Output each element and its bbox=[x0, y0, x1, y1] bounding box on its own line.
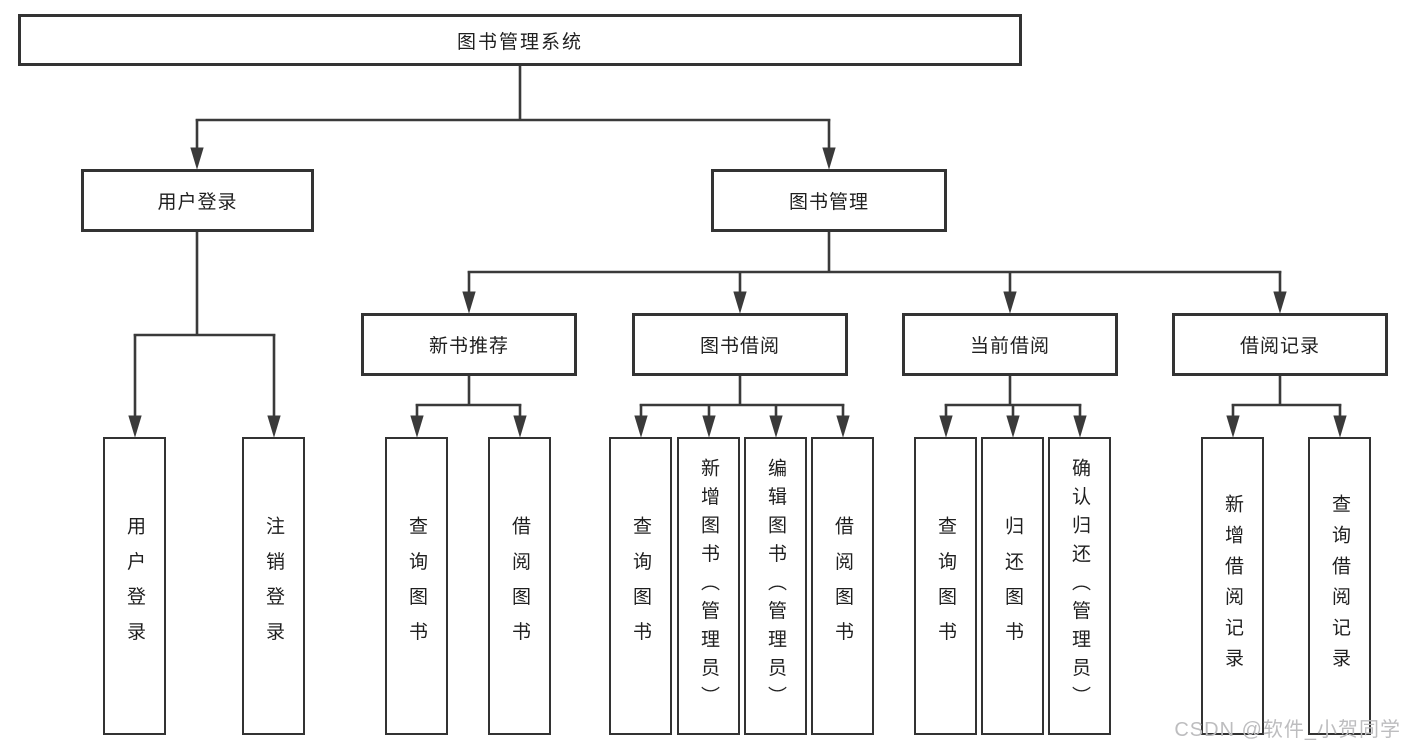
leaf-label: 编辑图书（管理员） bbox=[765, 457, 786, 715]
node-new-book-recommend: 新书推荐 bbox=[361, 313, 577, 376]
leaf-borrow-books-recommend: 借阅图书 bbox=[488, 437, 551, 735]
leaf-label: 查询图书 bbox=[406, 515, 427, 657]
leaf-query-borrow-record: 查询借阅记录 bbox=[1308, 437, 1371, 735]
leaf-label: 用户登录 bbox=[124, 515, 145, 657]
node-book-borrowing: 图书借阅 bbox=[632, 313, 848, 376]
leaf-label: 注销登录 bbox=[263, 515, 284, 657]
node-library-management-system: 图书管理系统 bbox=[18, 14, 1022, 66]
leaf-label: 查询借阅记录 bbox=[1329, 493, 1350, 679]
node-current-borrowing: 当前借阅 bbox=[902, 313, 1118, 376]
leaf-label: 查询图书 bbox=[935, 515, 956, 657]
leaf-user-login: 用户登录 bbox=[103, 437, 166, 735]
node-book-management: 图书管理 bbox=[711, 169, 947, 232]
leaf-borrow-books-borrowing: 借阅图书 bbox=[811, 437, 874, 735]
leaf-edit-book-admin: 编辑图书（管理员） bbox=[744, 437, 807, 735]
leaf-add-book-admin: 新增图书（管理员） bbox=[677, 437, 740, 735]
leaf-confirm-return-admin: 确认归还（管理员） bbox=[1048, 437, 1111, 735]
leaf-logout: 注销登录 bbox=[242, 437, 305, 735]
leaf-add-borrow-record: 新增借阅记录 bbox=[1201, 437, 1264, 735]
leaf-label: 确认归还（管理员） bbox=[1069, 457, 1090, 715]
leaf-label: 新增借阅记录 bbox=[1222, 493, 1243, 679]
node-borrowing-records: 借阅记录 bbox=[1172, 313, 1388, 376]
leaf-label: 归还图书 bbox=[1002, 515, 1023, 657]
leaf-return-book: 归还图书 bbox=[981, 437, 1044, 735]
leaf-query-books-current: 查询图书 bbox=[914, 437, 977, 735]
leaf-label: 借阅图书 bbox=[832, 515, 853, 657]
leaf-query-books-recommend: 查询图书 bbox=[385, 437, 448, 735]
leaf-label: 查询图书 bbox=[630, 515, 651, 657]
csdn-watermark: CSDN @软件_小贺同学 bbox=[1174, 719, 1401, 741]
leaf-label: 新增图书（管理员） bbox=[698, 457, 719, 715]
leaf-label: 借阅图书 bbox=[509, 515, 530, 657]
leaf-query-books-borrowing: 查询图书 bbox=[609, 437, 672, 735]
node-user-login: 用户登录 bbox=[81, 169, 314, 232]
